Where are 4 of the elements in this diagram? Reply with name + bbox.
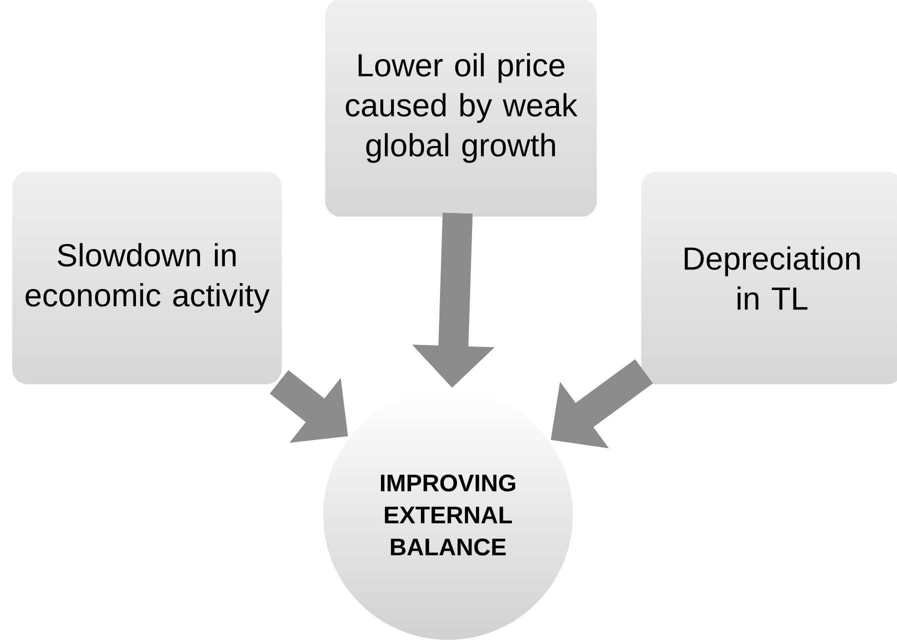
process-box: Slowdown in economic activity [12,171,282,385]
circle-node: IMPROVING EXTERNAL BALANCE [322,390,574,640]
process-box: Lower oil price caused by weak global growth [324,0,598,218]
process-box: Depreciation in TL [640,171,897,385]
